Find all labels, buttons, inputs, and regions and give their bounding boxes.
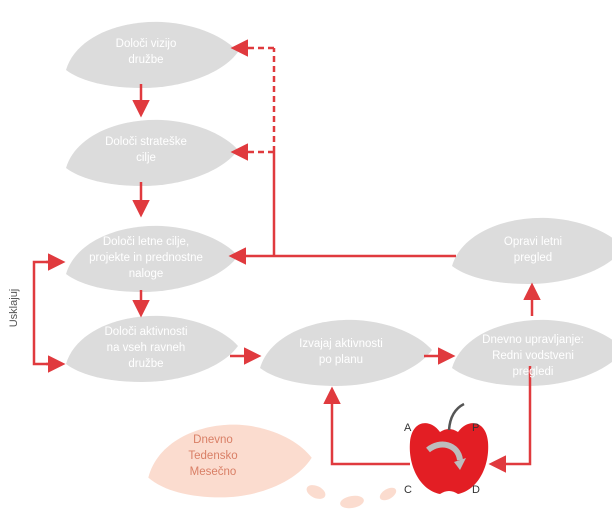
timeframes-label: Dnevno Tedensko Mesečno [188,434,238,478]
flow-arrows [32,84,541,473]
pdca-p-label: P [472,422,480,434]
node-activities: Določi aktivnosti na vseh ravneh družbe [104,326,188,370]
node-annual: Določi letne cilje, projekte in prednost… [89,236,203,280]
node-strategic: Določi strateške cilje [105,136,187,164]
node-review: Opravi letni pregled [503,236,563,264]
node-daily: Dnevno upravljanje: Redni vodstveni preg… [482,334,584,378]
pdca-a-label: A [404,422,412,434]
pdca-c-label: C [404,484,412,496]
pdca-apple-icon [409,402,489,494]
pdca-d-label: D [472,484,480,496]
petals-decoration [306,485,397,509]
node-execute: Izvajaj aktivnosti po planu [299,338,383,366]
feedback-arrows [230,39,276,161]
node-vision: Določi vizijo družbe [115,38,177,66]
align-label: Usklajuj [8,288,20,328]
